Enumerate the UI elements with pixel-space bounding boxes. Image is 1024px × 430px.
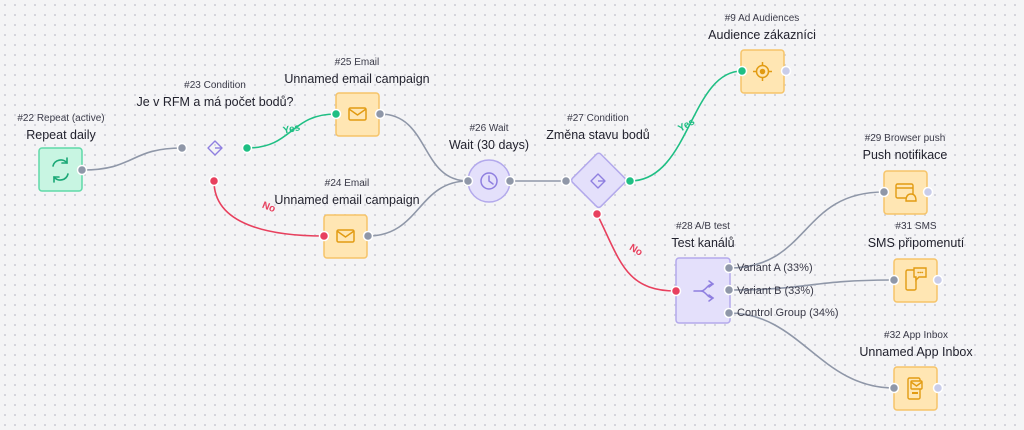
node-id: #25 Email (334, 57, 380, 68)
node-id: #31 SMS (895, 221, 937, 232)
label-app-inbox: #32 App Inbox Unnamed App Inbox (859, 329, 972, 361)
edge-variant-a-to-push (728, 191, 885, 269)
port-email24-out[interactable] (362, 230, 374, 242)
branch-label-variant-b: Variant B (33%) (737, 285, 814, 297)
label-condition-23: #23 Condition Je v RFM a má počet bodů? (136, 79, 293, 111)
node-name: SMS připomenutí (867, 236, 965, 250)
node-condition-23[interactable] (207, 140, 223, 156)
condition-icon (207, 140, 223, 156)
envelope-icon (348, 107, 367, 121)
label-condition-27: #27 Condition Změna stavu bodů (546, 112, 650, 144)
node-name: Repeat daily (26, 128, 96, 142)
port-abtest-in[interactable] (670, 285, 682, 297)
edge-yes-to-email25 (246, 113, 337, 149)
edge-email25-to-wait (379, 113, 469, 182)
port-cond23-yes[interactable] (241, 142, 253, 154)
port-push-out[interactable] (922, 186, 934, 198)
port-sms-out[interactable] (932, 274, 944, 286)
target-icon (753, 62, 772, 81)
node-repeat[interactable] (38, 147, 83, 192)
edge-control-to-inbox (728, 312, 895, 389)
app-inbox-icon (907, 377, 923, 400)
node-name: Je v RFM a má počet bodů? (136, 95, 294, 109)
node-name: Unnamed email campaign (284, 72, 430, 86)
refresh-icon (52, 157, 69, 183)
node-name: Push notifikace (862, 148, 948, 162)
port-cond27-yes[interactable] (624, 175, 636, 187)
label-email-25: #25 Email Unnamed email campaign (284, 56, 429, 88)
port-cond23-no[interactable] (208, 175, 220, 187)
node-id: #27 Condition (567, 113, 629, 124)
port-cond27-no[interactable] (591, 208, 603, 220)
label-repeat: #22 Repeat (active) Repeat daily (17, 112, 104, 144)
label-wait: #26 Wait Wait (30 days) (449, 122, 529, 154)
node-sms[interactable] (893, 258, 938, 303)
node-id: #29 Browser push (864, 133, 946, 144)
label-ad-audiences: #9 Ad Audiences Audience zákazníci (708, 12, 816, 44)
port-inbox-out[interactable] (932, 382, 944, 394)
label-ab-test: #28 A/B test Test kanálů (671, 220, 734, 252)
port-email25-out[interactable] (374, 108, 386, 120)
node-name: Unnamed App Inbox (859, 345, 973, 359)
node-app-inbox[interactable] (893, 366, 938, 411)
node-browser-push[interactable] (883, 170, 928, 215)
port-cond23-in[interactable] (176, 142, 188, 154)
edge-no-to-email24 (213, 180, 325, 237)
node-email-24[interactable] (323, 214, 368, 259)
port-abtest-variant-a[interactable] (723, 262, 735, 274)
port-abtest-variant-b[interactable] (723, 284, 735, 296)
node-name: Wait (30 days) (448, 138, 530, 152)
condition-icon (590, 173, 606, 189)
sms-phone-icon (905, 267, 927, 291)
node-condition-27[interactable] (570, 152, 627, 209)
port-audience-out[interactable] (780, 65, 792, 77)
node-name: Změna stavu bodů (546, 128, 650, 142)
port-repeat-out[interactable] (76, 164, 88, 176)
envelope-icon (336, 229, 355, 243)
port-wait-in[interactable] (462, 175, 474, 187)
split-icon (693, 280, 715, 302)
node-id: #9 Ad Audiences (724, 13, 800, 24)
node-name: Test kanálů (671, 236, 735, 250)
port-push-in[interactable] (878, 186, 890, 198)
node-id: #28 A/B test (676, 221, 730, 232)
node-id: #22 Repeat (active) (17, 113, 105, 124)
port-email24-in[interactable] (318, 230, 330, 242)
branch-label-control: Control Group (34%) (737, 307, 839, 319)
label-sms: #31 SMS SMS připomenutí (868, 220, 965, 252)
node-name: Unnamed email campaign (274, 193, 420, 207)
node-id: #26 Wait (469, 123, 509, 134)
node-email-25[interactable] (335, 92, 380, 137)
port-wait-out[interactable] (504, 175, 516, 187)
node-name: Audience zákazníci (708, 28, 816, 42)
node-ad-audiences[interactable] (740, 49, 785, 94)
branch-label-variant-a: Variant A (33%) (737, 262, 813, 274)
edge-yes-to-audience (629, 70, 743, 182)
browser-bell-icon (895, 183, 917, 202)
node-id: #23 Condition (184, 80, 246, 91)
node-wait[interactable] (467, 159, 511, 203)
port-sms-in[interactable] (888, 274, 900, 286)
port-cond27-in[interactable] (560, 175, 572, 187)
port-email25-in[interactable] (330, 108, 342, 120)
label-email-24: #24 Email Unnamed email campaign (274, 177, 419, 209)
port-inbox-in[interactable] (888, 382, 900, 394)
port-audience-in[interactable] (736, 65, 748, 77)
edge-email24-to-wait (367, 180, 469, 237)
node-ab-test[interactable] (675, 257, 731, 324)
edge-variant-b-to-sms (728, 279, 895, 291)
edge-no-to-abtest (596, 213, 677, 292)
node-id: #32 App Inbox (884, 330, 948, 341)
edge-repeat-to-condition23 (82, 147, 183, 171)
label-browser-push: #29 Browser push Push notifikace (863, 132, 948, 164)
port-abtest-control[interactable] (723, 307, 735, 319)
clock-icon (480, 172, 498, 190)
node-id: #24 Email (324, 178, 370, 189)
